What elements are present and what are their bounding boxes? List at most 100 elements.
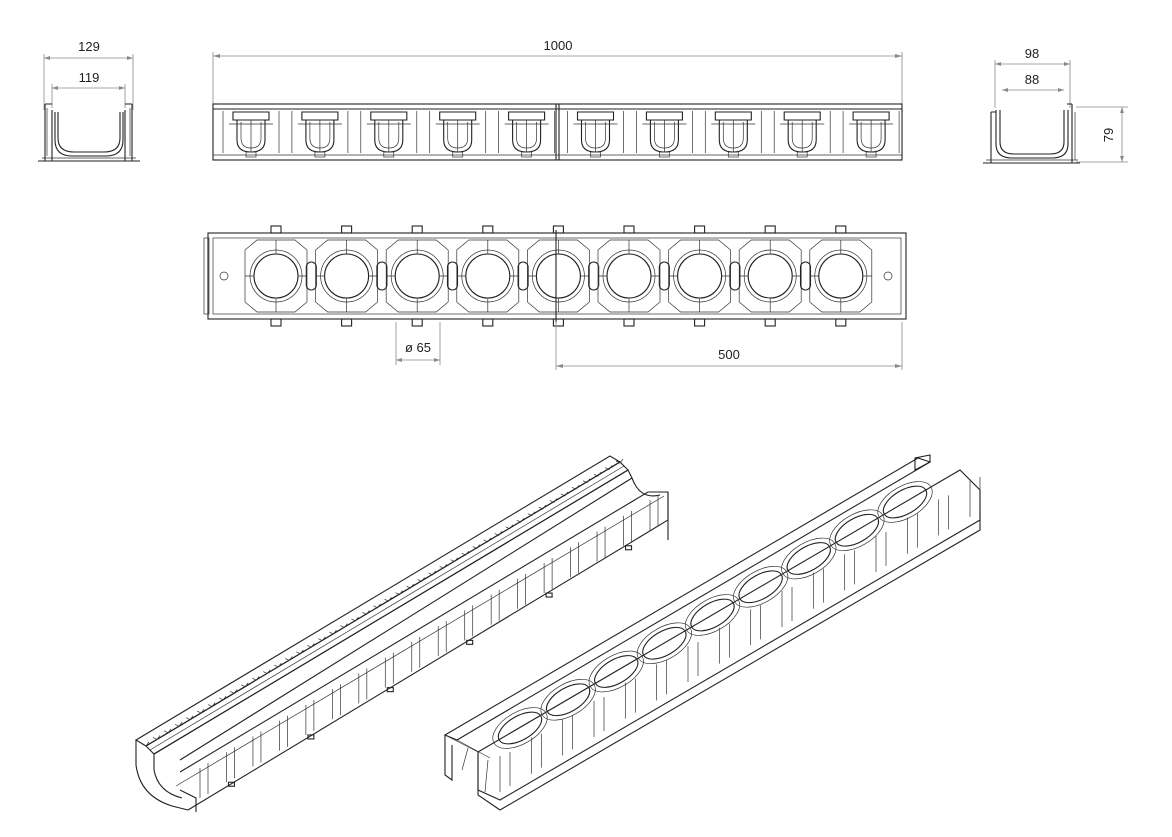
rail-tooth [285,656,293,661]
iso-channel-rib [623,510,632,546]
iso-channel-rib [384,652,394,688]
top-ring-spokes [809,240,872,312]
iso-channel-foot [227,781,236,787]
side-module-top [714,111,752,121]
iso-channel-rib [358,668,368,704]
side-module-detail [229,120,273,152]
iso-ring-outer [492,707,548,749]
rail-tooth [494,531,503,536]
half-length-label: 500 [718,347,740,362]
iso-channel-rib [305,699,315,735]
top-ring-outer [320,249,373,303]
side-module-foot [383,151,395,158]
rail-tooth [241,682,249,688]
top-view-cells [219,225,893,327]
iso-channel-foot [466,639,474,645]
iso-frame-rib [530,733,542,774]
top-ring-spokes [668,240,731,312]
top-tab [623,318,635,327]
rail-tooth [141,741,150,747]
rail-tooth [196,708,205,714]
side-module-detail [849,120,894,152]
rail-tooth [329,629,337,635]
top-ring-outer [461,249,515,303]
side-module-divider [636,111,693,153]
side-module-detail [366,120,411,152]
iso-ring-outer [733,565,789,608]
side-module-divider [773,111,831,153]
top-ring-outer [390,249,444,303]
top-tab [835,318,847,327]
iso-channel-foot [545,592,553,598]
iso-ring-outer [781,537,837,580]
iso-ring [834,513,880,547]
top-link-slot [517,261,529,291]
end-outer-width-label: 129 [78,39,100,54]
top-ring-spokes [245,240,307,312]
side-module-top [370,111,408,121]
top-tab [482,318,494,327]
iso-ring-outer [829,509,885,552]
iso-channel-rib [543,558,553,594]
iso-channel-rib [490,589,500,625]
top-tab [270,225,282,234]
iso-frame-rib [718,623,730,664]
side-module-detail [297,120,342,152]
rail-tooth [152,735,161,740]
side-module-top [783,111,821,121]
iso-frame-rib [624,678,636,719]
iso-channel-rib [411,636,421,672]
side-module-foot [796,151,808,158]
rail-tooth [207,702,216,707]
side-view: 1000 [212,38,903,161]
top-tab [764,318,776,327]
rail-tooth [417,577,425,582]
rail-tooth [406,583,414,589]
top-link-slot [376,261,388,291]
iso-channel-rib [226,747,235,783]
iso-ring [690,598,735,632]
rail-tooth [428,570,436,576]
top-octagon [456,239,520,313]
iso-ring-outer [877,481,933,523]
side-module-foot [521,151,532,158]
top-tab [341,225,353,234]
top-ring-outer [532,249,585,303]
rail-tooth [307,643,315,648]
rail-tooth [472,544,480,550]
side-module-divider [429,111,487,153]
iso-ring-outer [540,678,596,721]
height-label: 79 [1101,128,1116,142]
side-module-top [645,111,683,121]
top-ring-outer [602,249,656,303]
top-tab [552,318,564,327]
rail-tooth [373,603,381,609]
top-ring [747,253,793,299]
iso-ring [545,683,591,717]
iso-channel-rib [332,684,341,720]
end-inner-width-label: 119 [79,70,100,85]
rail-tooth [185,715,194,721]
side-module-foot [314,151,326,158]
top-end-hole [219,271,229,281]
side-module-detail [780,120,825,152]
top-link-slot [799,261,812,291]
iso-frame-rib [499,752,511,792]
left-end-view: 129 119 [38,39,140,162]
side-module-detail [435,120,480,152]
side-module-top [508,111,546,121]
rail-tooth [582,478,591,484]
top-ring [606,253,652,299]
top-ring-outer [743,249,797,303]
top-ring-spokes [598,240,660,312]
rail-tooth [384,596,392,602]
side-module-divider [704,111,762,153]
top-tab [623,225,635,234]
top-ring-spokes [456,240,519,312]
top-octagon [597,239,661,313]
top-tab [694,225,706,234]
iso-channel-rib [649,495,659,530]
top-ring-spokes [527,240,590,312]
iso-channel-rib [517,573,526,609]
rail-tooth [230,689,238,694]
